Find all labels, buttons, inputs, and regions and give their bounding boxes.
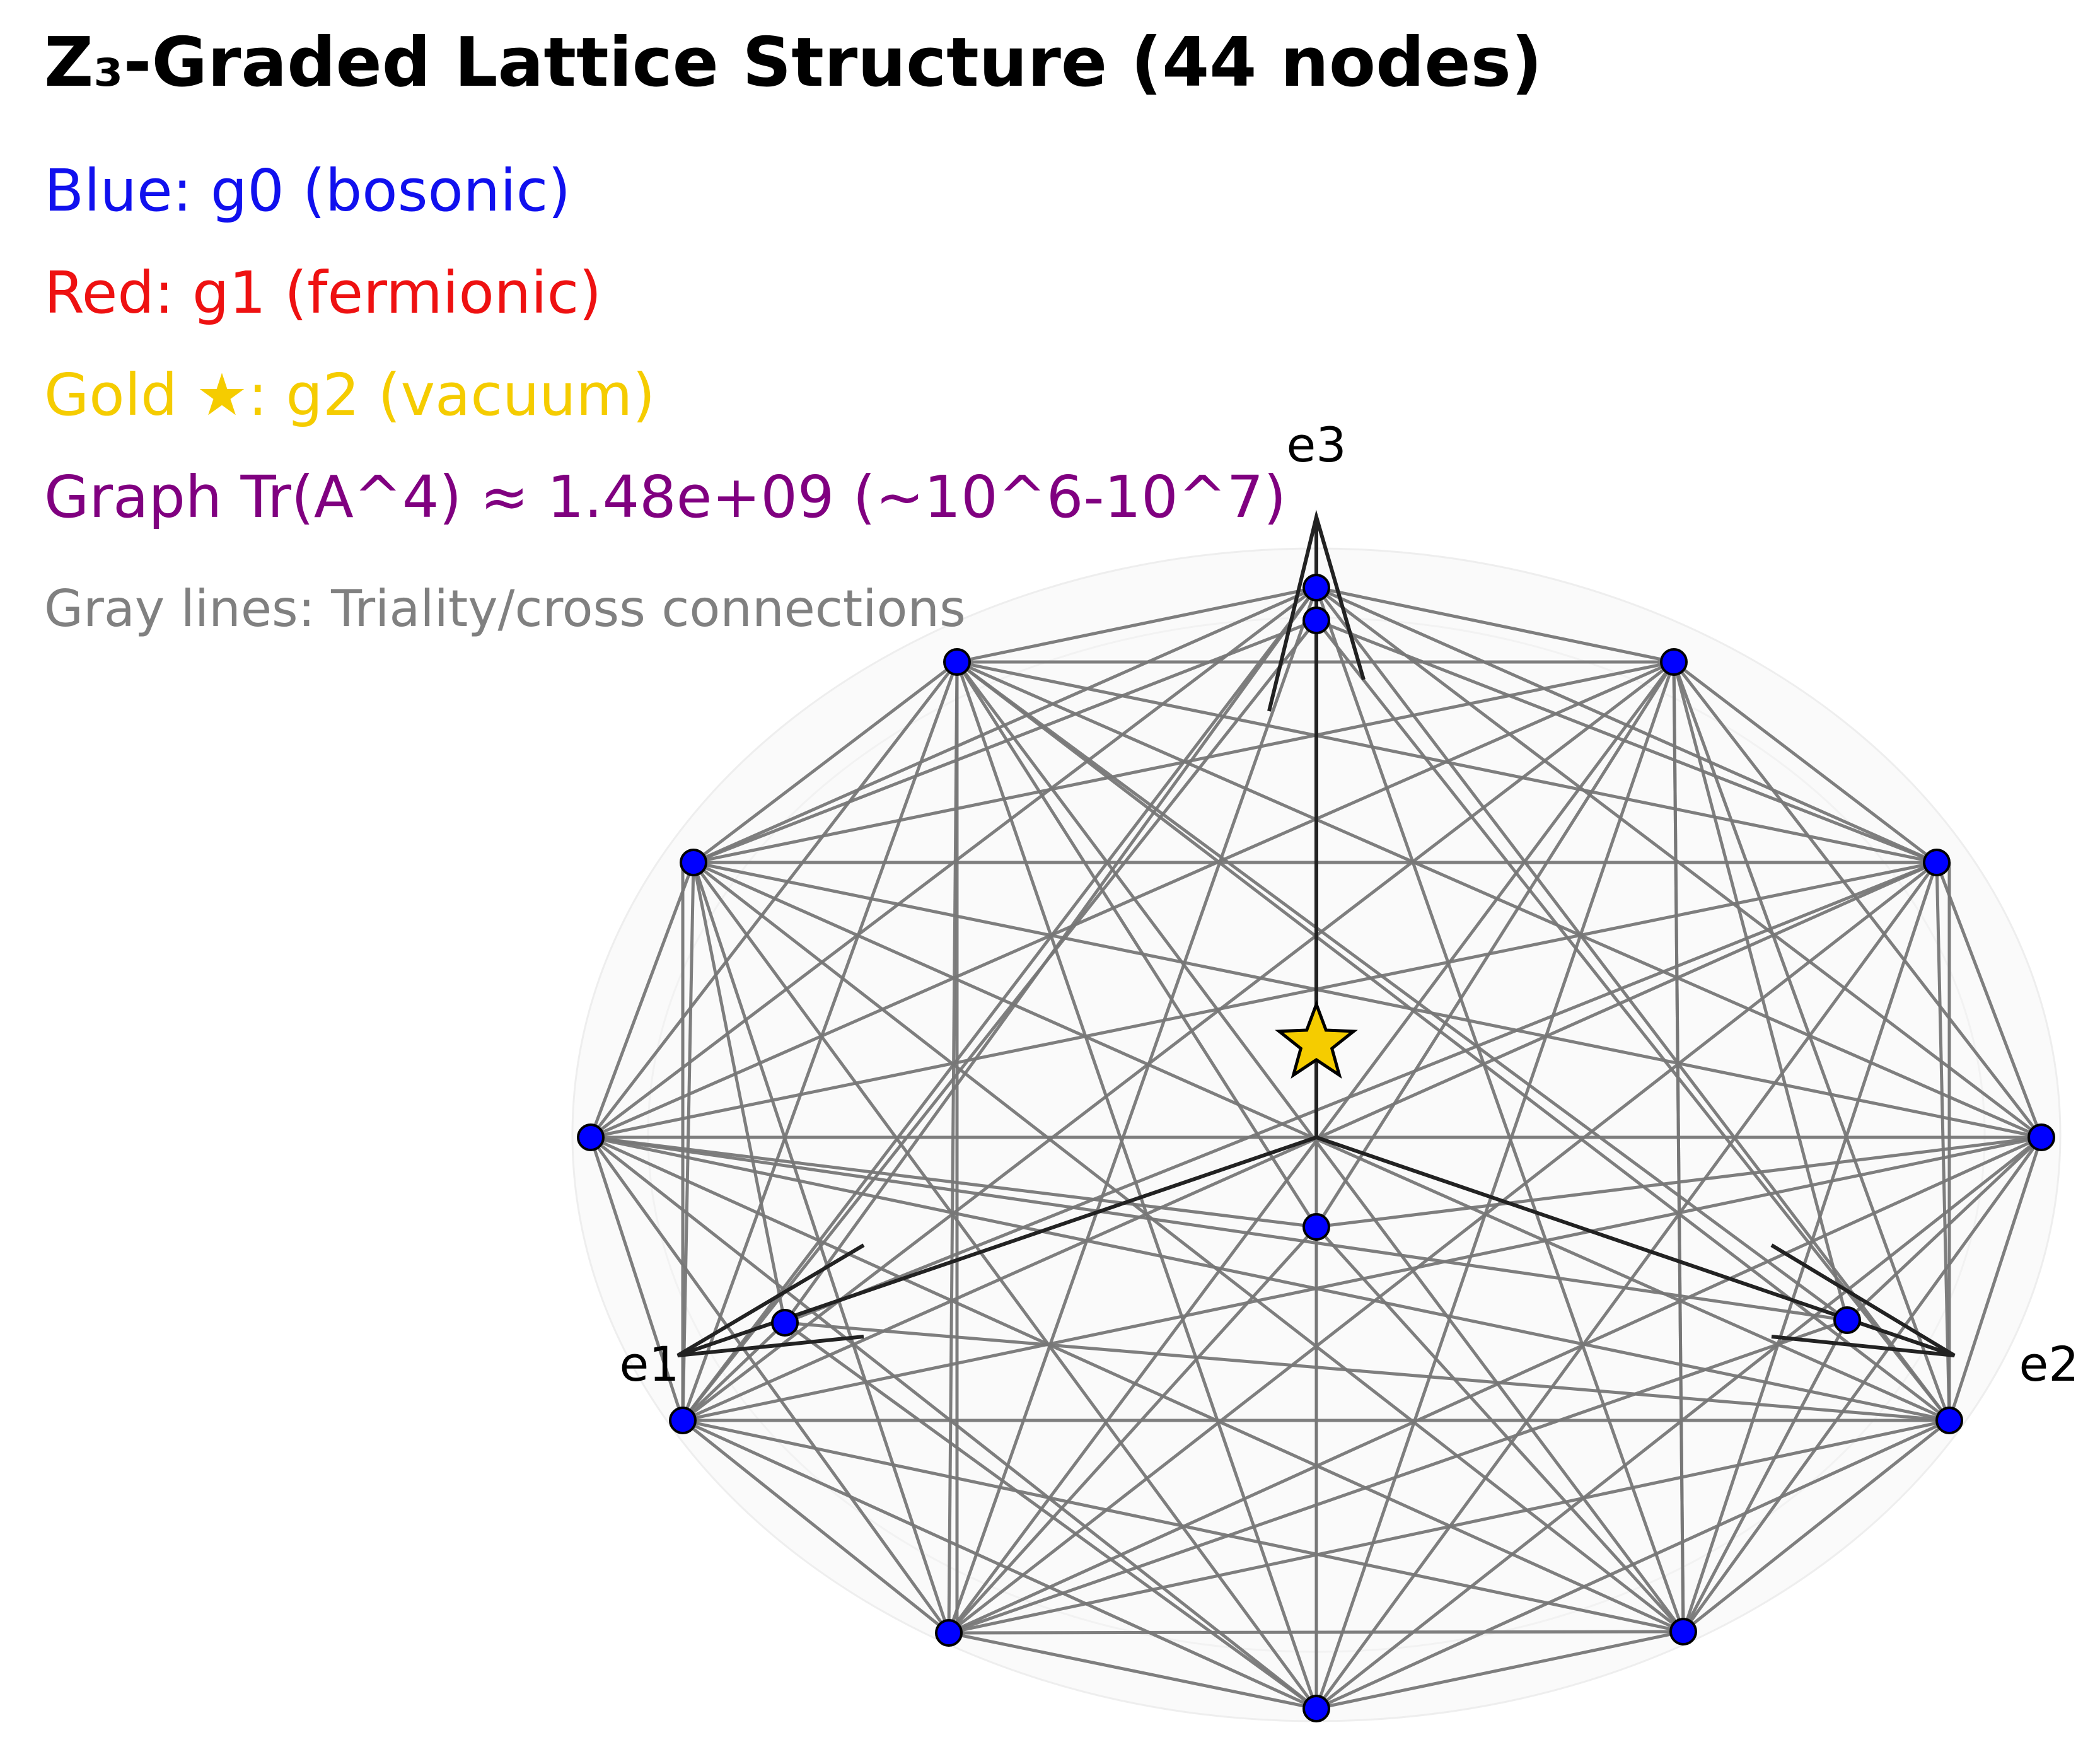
edge-48: [589, 1135, 1685, 1634]
axis-label-e3: e3: [1286, 417, 1346, 473]
edge-17: [682, 661, 1675, 1422]
edge-52: [682, 1419, 1318, 1710]
edge-64: [589, 661, 958, 1139]
edge-68: [1314, 661, 1676, 1228]
edge-53: [589, 1136, 1318, 1710]
edge-75: [784, 1321, 1950, 1422]
node-9: [577, 1123, 605, 1151]
edge-62: [681, 661, 959, 1421]
edge-50: [955, 661, 1685, 1633]
edge-33: [948, 1135, 2043, 1635]
node-2: [1923, 849, 1951, 876]
node-6: [1302, 1695, 1330, 1722]
edge-73: [1846, 1136, 2043, 1321]
edge-60: [589, 1137, 685, 1421]
edge-3: [1315, 586, 1951, 1422]
edge-80: [948, 1226, 1318, 1634]
edge-0: [1316, 586, 1674, 664]
node-5: [1669, 1618, 1697, 1645]
node-7: [935, 1619, 963, 1647]
edge-6: [947, 587, 1318, 1634]
node-0: [1302, 574, 1330, 601]
node-10: [680, 849, 707, 876]
edge-51: [948, 1631, 1317, 1710]
edge-63: [589, 862, 695, 1138]
node-4: [1935, 1407, 1963, 1434]
edge-12: [1673, 661, 2043, 1139]
edge-22: [1935, 862, 1951, 1421]
edge-61: [681, 862, 695, 1421]
edge-76: [1315, 1226, 1685, 1633]
edge-54: [692, 861, 1318, 1710]
edge-36: [693, 861, 2042, 1139]
edge-13: [1672, 661, 1951, 1421]
edge-55: [955, 661, 1318, 1709]
legend-blue: Blue: g0 (bosonic): [44, 157, 571, 224]
edge-79: [784, 1321, 1318, 1710]
edge-49: [692, 861, 1685, 1633]
nodes-group: [577, 574, 2055, 1722]
edge-65: [692, 661, 958, 864]
edge-57: [589, 1136, 951, 1634]
node-8: [669, 1407, 697, 1434]
edge-31: [1681, 1136, 2043, 1633]
edge-71: [784, 861, 1937, 1325]
node-11: [943, 648, 971, 676]
axis-label-e2: e2: [2019, 1336, 2079, 1392]
edge-77: [1681, 1319, 1849, 1633]
vacuum-star-icon: [1275, 999, 1358, 1079]
edge-30: [1947, 1137, 2043, 1421]
edge-87: [692, 862, 787, 1323]
edge-81: [948, 1318, 1848, 1635]
edge-32: [1315, 1136, 2043, 1710]
edge-70: [1316, 618, 1937, 864]
edges-group: [589, 586, 2043, 1710]
edge-21: [1935, 862, 2043, 1138]
edge-4: [1314, 587, 1685, 1632]
legend-red: Red: g1 (fermionic): [44, 259, 602, 327]
node-14: [771, 1309, 799, 1337]
edge-15: [1314, 661, 1676, 1709]
edge-16: [947, 661, 1676, 1634]
edge-56: [682, 1419, 950, 1634]
node-12: [1302, 607, 1330, 634]
edge-88: [955, 661, 1318, 1228]
edge-23: [1681, 862, 1939, 1632]
edge-27: [590, 861, 1937, 1139]
edge-11: [1673, 661, 1938, 864]
edge-45: [1316, 1630, 1684, 1710]
edge-43: [692, 861, 1951, 1422]
edge-93: [1672, 661, 1685, 1632]
legend-gold: Gold ★: g2 (vacuum): [44, 361, 656, 429]
edge-24: [1314, 861, 1939, 1710]
edge-18: [589, 660, 1675, 1139]
page-title: Z₃-Graded Lattice Structure (44 nodes): [44, 23, 1543, 102]
edge-86: [693, 618, 1317, 864]
edge-7: [682, 586, 1318, 1422]
edge-85: [590, 1135, 1848, 1322]
edge-37: [956, 660, 2043, 1139]
edge-89: [956, 660, 1848, 1322]
axis-label-e1: e1: [619, 1336, 679, 1392]
node-3: [2027, 1123, 2055, 1151]
edge-84: [590, 1135, 1317, 1229]
edge-25: [948, 861, 1938, 1634]
node-1: [1660, 648, 1688, 676]
node-13: [1302, 1213, 1330, 1241]
edge-82: [682, 619, 1318, 1422]
node-15: [1833, 1306, 1861, 1334]
legend-gray: Gray lines: Triality/cross connections: [44, 579, 966, 638]
legend-trace: Graph Tr(A^4) ≈ 1.48e+09 (~10^6-10^7): [44, 463, 1287, 531]
edge-44: [956, 661, 1951, 1422]
edge-38: [1682, 1419, 1951, 1633]
edge-83: [682, 1321, 786, 1422]
edge-10: [956, 586, 1317, 664]
